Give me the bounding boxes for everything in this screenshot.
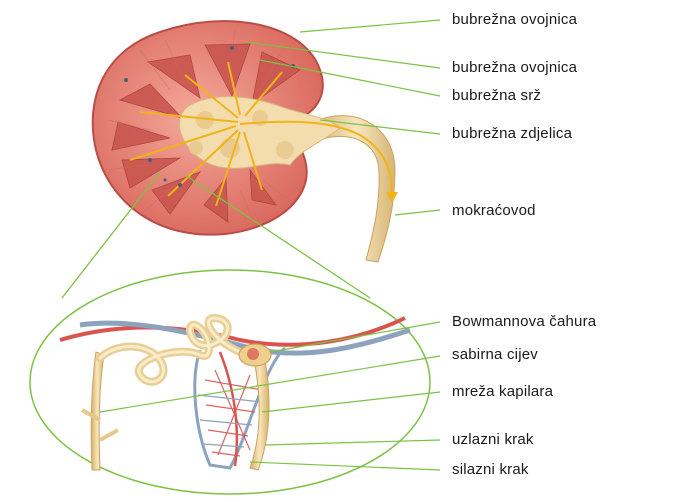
label-ureter: mokraćovod [452,202,536,220]
label-ascending-limb: uzlazni krak [452,431,534,449]
label-descending-limb: silazni krak [452,461,529,479]
label-renal-capsule-2: bubrežna ovojnica [452,59,577,77]
label-renal-capsule-1: bubrežna ovojnica [452,11,577,29]
label-collecting-duct: sabirna cijev [452,346,538,364]
label-renal-medulla: bubrežna srž [452,87,541,105]
label-bowman-capsule: Bowmannova čahura [452,313,596,331]
label-capillary-network: mreža kapilara [452,383,553,401]
ureter [318,116,395,262]
label-renal-pelvis: bubrežna zdjelica [452,125,572,143]
